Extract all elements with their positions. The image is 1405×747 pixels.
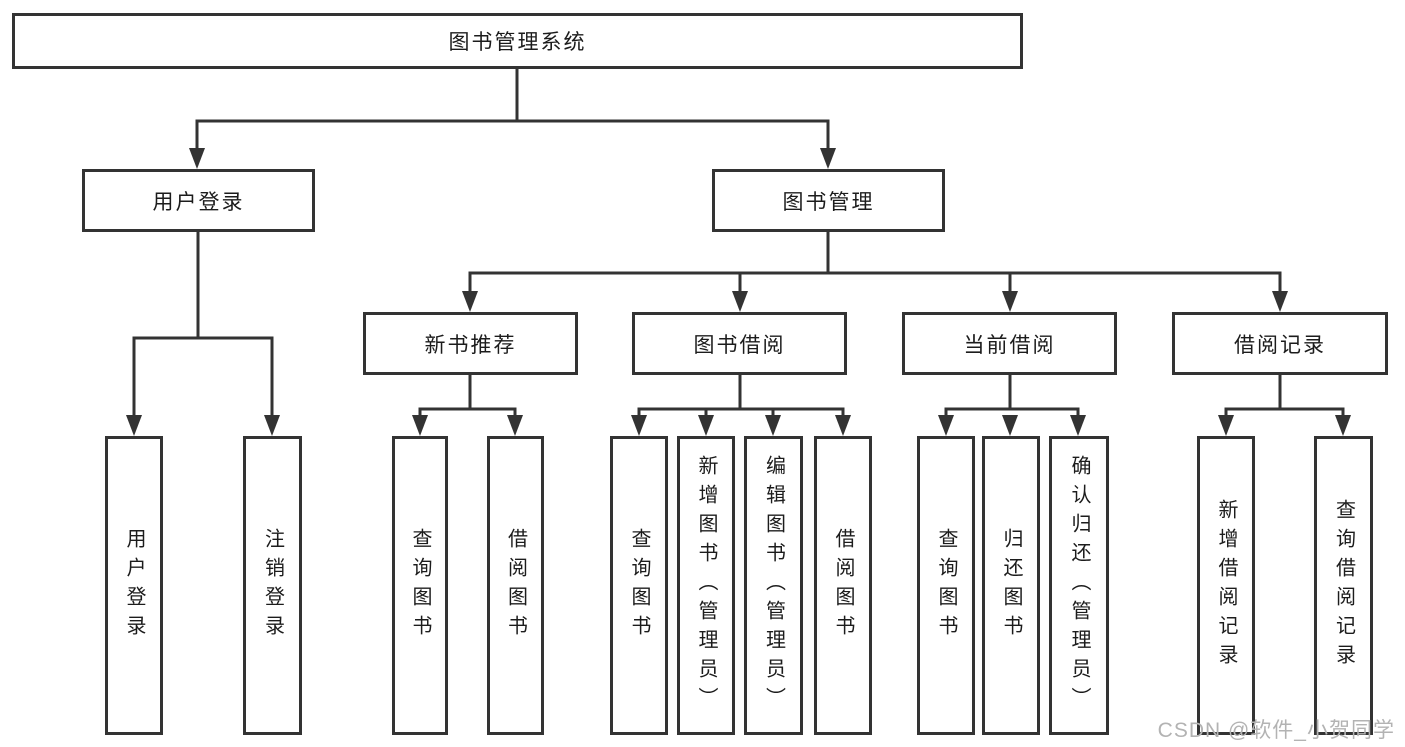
leaf-edit-books-admin: 编辑图书（管理员）: [744, 436, 803, 735]
leaf-query-books-current: 查询图书: [917, 436, 975, 735]
leaf-label: 新增图书（管理员）: [695, 455, 717, 716]
node-new-book-recommend: 新书推荐: [363, 312, 578, 375]
leaf-label: 查询图书: [409, 527, 431, 644]
leaf-add-borrow-record: 新增借阅记录: [1197, 436, 1255, 735]
leaf-add-books-admin: 新增图书（管理员）: [677, 436, 735, 735]
leaf-label: 注销登录: [261, 527, 284, 644]
csdn-watermark: CSDN @软件_小贺同学: [1157, 719, 1395, 742]
leaf-label: 确认归还（管理员）: [1068, 455, 1090, 716]
leaf-label: 用户登录: [123, 527, 145, 644]
leaf-label: 借阅图书: [832, 527, 854, 644]
leaf-query-books-borrow: 查询图书: [610, 436, 668, 735]
leaf-label: 归还图书: [1000, 527, 1022, 644]
leaf-label: 查询借阅记录: [1332, 498, 1355, 673]
leaf-logout: 注销登录: [243, 436, 302, 735]
leaf-user-login: 用户登录: [105, 436, 163, 735]
leaf-borrow-books-borrow: 借阅图书: [814, 436, 872, 735]
leaf-label: 查询图书: [935, 527, 957, 644]
node-book-borrow: 图书借阅: [632, 312, 847, 375]
leaf-borrow-books-recommend: 借阅图书: [487, 436, 544, 735]
node-current-borrow: 当前借阅: [902, 312, 1117, 375]
leaf-label: 查询图书: [628, 527, 650, 644]
leaf-label: 借阅图书: [504, 527, 527, 644]
leaf-query-borrow-record: 查询借阅记录: [1314, 436, 1373, 735]
leaf-return-books: 归还图书: [982, 436, 1040, 735]
leaf-label: 编辑图书（管理员）: [762, 455, 785, 716]
leaf-confirm-return-admin: 确认归还（管理员）: [1049, 436, 1109, 735]
node-user-login: 用户登录: [82, 169, 315, 232]
node-borrow-records: 借阅记录: [1172, 312, 1388, 375]
leaf-label: 新增借阅记录: [1215, 498, 1237, 673]
leaf-query-books-recommend: 查询图书: [392, 436, 448, 735]
arrowheads: [126, 148, 1351, 436]
node-book-management: 图书管理: [712, 169, 945, 232]
node-root: 图书管理系统: [12, 13, 1023, 69]
